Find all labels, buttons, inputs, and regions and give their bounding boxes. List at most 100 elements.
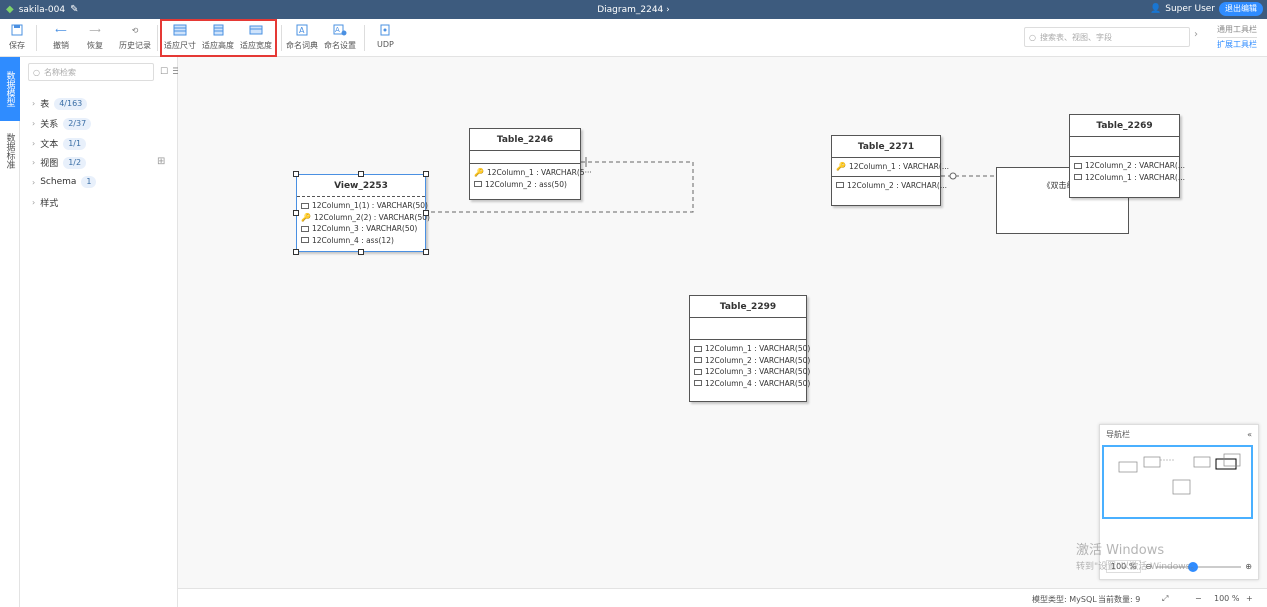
diagram-title: Diagram_2244 › xyxy=(0,5,1267,15)
project-header: ◆ sakila-004 ✎ xyxy=(0,4,78,15)
navigator-panel: 导航栏 « 100 % ⊖ ⊕ xyxy=(1099,424,1259,580)
resize-handle[interactable] xyxy=(293,210,299,216)
resize-handle[interactable] xyxy=(293,171,299,177)
entity-column[interactable]: 12Column_1 : VARCHAR(... xyxy=(1074,172,1185,184)
resize-handle[interactable] xyxy=(423,249,429,255)
naming-settings-button[interactable]: A 命名设置 xyxy=(324,22,356,51)
toolbar-divider xyxy=(157,25,158,51)
history-label: 历史记录 xyxy=(119,41,151,50)
udp-button[interactable]: UDP xyxy=(377,22,394,49)
tree-item-relations[interactable]: › 关系 2/37 xyxy=(32,117,92,130)
tree-item-views[interactable]: › 视图 1/2 xyxy=(32,156,87,169)
resize-handle[interactable] xyxy=(358,249,364,255)
zoom-out-icon[interactable]: ⊖ xyxy=(1145,562,1153,571)
entity-table-2269[interactable]: Table_2269 12Column_2 : VARCHAR(... 12Co… xyxy=(1069,114,1185,198)
dictionary-icon: A xyxy=(294,22,310,38)
fit-size-button[interactable]: 适应尺寸 xyxy=(164,22,196,51)
toolbar-search-input[interactable]: ○ 搜索表、视图、字段 xyxy=(1024,27,1190,47)
entity-column[interactable]: 12Column_1(1) : VARCHAR(50) xyxy=(301,200,428,212)
chevron-right-icon: › xyxy=(32,119,36,128)
column-text: 12Column_2 : VARCHAR(... xyxy=(1085,161,1185,170)
edit-pencil-icon[interactable]: ✎ xyxy=(70,4,79,15)
resize-handle[interactable] xyxy=(358,171,364,177)
minimap xyxy=(1118,453,1241,495)
key-icon: 🔑 xyxy=(301,212,311,222)
undo-label: 撤销 xyxy=(53,41,69,50)
add-view-icon[interactable]: ⊞ xyxy=(157,156,166,167)
resize-handle[interactable] xyxy=(423,171,429,177)
naming-dict-button[interactable]: A 命名词典 xyxy=(286,22,318,51)
column-text: 12Column_2 : ass(50) xyxy=(485,179,567,189)
diagram-canvas[interactable]: Table_2246 🔑12Column_1 : VARCHAR(5··· 12… xyxy=(178,57,1267,588)
fit-width-icon xyxy=(248,22,264,38)
tab-extended-toolbar[interactable]: 扩展工具栏 xyxy=(1217,40,1257,49)
tab-data-standard[interactable]: 数据标准 xyxy=(4,133,15,169)
navigator-viewport[interactable] xyxy=(1102,445,1253,519)
zoom-slider[interactable] xyxy=(1156,561,1242,572)
fit-screen-icon[interactable]: ⤢ xyxy=(1162,594,1169,603)
save-button[interactable]: 保存 xyxy=(9,22,25,51)
entity-columns: 12Column_1 : VARCHAR(50) 12Column_2 : VA… xyxy=(690,340,810,392)
entity-column[interactable]: 12Column_2 : VARCHAR(... xyxy=(836,180,947,192)
undo-button[interactable]: ⟵ 撤销 xyxy=(53,22,69,51)
exit-edit-button[interactable]: 退出编辑 xyxy=(1219,2,1263,16)
toolbar-tabs: 通用工具栏 扩展工具栏 xyxy=(1217,23,1257,52)
entity-columns: 12Column_1(1) : VARCHAR(50) 🔑12Column_2(… xyxy=(297,197,430,249)
status-zoom-value[interactable]: 100 % xyxy=(1214,594,1240,603)
tree-item-tables[interactable]: › 表 4/163 xyxy=(32,97,88,110)
tree-item-texts[interactable]: › 文本 1/1 xyxy=(32,137,87,150)
checkbox-icon[interactable]: ☐ xyxy=(160,67,169,77)
tree-item-label: Schema xyxy=(40,177,77,187)
object-count-text: 当前数量: 9 xyxy=(1098,595,1141,604)
user-name[interactable]: Super User xyxy=(1165,4,1215,14)
column-icon xyxy=(301,202,309,209)
column-text: 12Column_1 : VARCHAR(5··· xyxy=(486,168,592,177)
fit-height-button[interactable]: 适应高度 xyxy=(202,22,234,51)
zoom-in-button[interactable]: + xyxy=(1246,594,1253,603)
tree-search-input[interactable]: ○ 名称检索 xyxy=(28,63,154,81)
undo-icon: ⟵ xyxy=(55,25,67,35)
text-note[interactable]: 《双击编辑 xyxy=(996,167,1129,234)
entity-column[interactable]: 12Column_2 : VARCHAR(... xyxy=(1074,160,1185,172)
entity-view-2253[interactable]: View_2253 12Column_1(1) : VARCHAR(50) 🔑1… xyxy=(296,174,430,252)
svg-text:A: A xyxy=(299,26,305,35)
redo-button[interactable]: ⟶ 恢复 xyxy=(87,22,103,51)
entity-column[interactable]: 12Column_2 : ass(50) xyxy=(474,179,576,191)
zoom-slider-knob[interactable] xyxy=(1188,561,1199,572)
column-text: 12Column_1(1) : VARCHAR(50) xyxy=(312,201,428,210)
entity-table-2246[interactable]: Table_2246 🔑12Column_1 : VARCHAR(5··· 12… xyxy=(469,128,592,200)
entity-column[interactable]: 🔑12Column_2(2) : VARCHAR(50) xyxy=(301,212,430,224)
resize-handle[interactable] xyxy=(293,249,299,255)
entity-pk-section xyxy=(470,151,580,164)
chevron-right-icon[interactable]: › xyxy=(1194,29,1198,40)
tab-data-model[interactable]: 数据模型 xyxy=(0,57,20,121)
entity-column[interactable]: 🔑12Column_1 : VARCHAR(... xyxy=(836,161,949,173)
entity-table-2271[interactable]: Table_2271 🔑12Column_1 : VARCHAR(... 12C… xyxy=(831,135,949,206)
tree-item-schema[interactable]: › Schema 1 xyxy=(32,176,97,188)
entity-column[interactable]: 12Column_4 : ass(12) xyxy=(301,235,421,247)
entity-column[interactable]: 12Column_4 : VARCHAR(50) xyxy=(694,378,810,390)
chevron-right-icon[interactable]: › xyxy=(666,4,670,15)
entity-column[interactable]: 12Column_3 : VARCHAR(50) xyxy=(301,223,421,235)
entity-column[interactable]: 🔑12Column_1 : VARCHAR(5··· xyxy=(474,167,592,179)
fit-width-button[interactable]: 适应宽度 xyxy=(240,22,272,51)
resize-handle[interactable] xyxy=(423,210,429,216)
tree-item-styles[interactable]: › 样式 xyxy=(32,196,58,209)
entity-column[interactable]: 12Column_1 : VARCHAR(50) xyxy=(694,343,810,355)
entity-column[interactable]: 12Column_3 : VARCHAR(50) xyxy=(694,366,810,378)
entity-column[interactable]: 12Column_2 : VARCHAR(50) xyxy=(694,355,810,367)
chevron-right-icon: › xyxy=(32,177,36,187)
filter-icon[interactable]: ☰ xyxy=(172,67,181,77)
column-icon xyxy=(694,380,702,387)
entity-table-2299[interactable]: Table_2299 12Column_1 : VARCHAR(50) 12Co… xyxy=(689,295,810,402)
zoom-input[interactable]: 100 % xyxy=(1106,560,1142,573)
history-button[interactable]: ⟲ 历史记录 xyxy=(119,22,151,51)
fit-width-label: 适应宽度 xyxy=(240,41,272,50)
tab-general-toolbar[interactable]: 通用工具栏 xyxy=(1217,23,1257,38)
naming-settings-icon: A xyxy=(332,22,348,38)
collapse-icon[interactable]: « xyxy=(1247,429,1252,439)
column-text: 12Column_2(2) : VARCHAR(50) xyxy=(313,212,430,222)
zoom-out-button[interactable]: − xyxy=(1195,594,1202,603)
watermark-line2: 转到"设置"以激活 Windows。 xyxy=(1076,562,1200,572)
zoom-in-icon[interactable]: ⊕ xyxy=(1245,562,1252,571)
